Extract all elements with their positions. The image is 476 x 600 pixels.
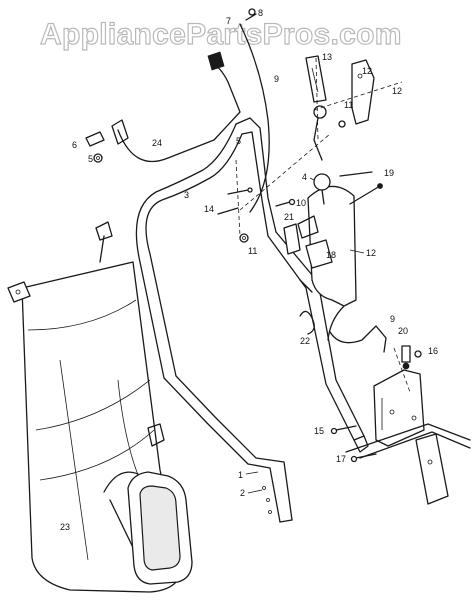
mount-bracket[interactable]: [373, 369, 425, 447]
callout-5-left: 5: [88, 154, 93, 164]
callout-labels: 1 2 3 4 5 5 6 7 8 9 9 10 11 11 12 12 12 …: [60, 8, 438, 532]
callout-7: 7: [226, 16, 231, 26]
callout-2: 2: [240, 488, 245, 498]
screw-part-15[interactable]: [330, 425, 357, 435]
callout-14: 14: [204, 204, 214, 214]
callout-11-left: 11: [248, 246, 257, 256]
callout-6: 6: [72, 140, 77, 150]
bolt-part-14[interactable]: [217, 187, 253, 215]
watermark-text: AppliancePartsPros.com: [40, 18, 402, 51]
grass-bag-part-23[interactable]: [7, 221, 193, 593]
callout-4: 4: [302, 172, 307, 182]
hardware-part-5[interactable]: [93, 153, 103, 163]
callout-9-upper: 9: [274, 74, 279, 84]
callout-15: 15: [314, 426, 324, 436]
control-bracket-part-12[interactable]: [307, 59, 375, 341]
callout-23: 23: [60, 522, 70, 532]
bolt-part-10[interactable]: [275, 198, 296, 207]
callout-12-top: 12: [362, 66, 372, 76]
nut-part-11[interactable]: [239, 120, 346, 243]
callout-17: 17: [336, 454, 346, 464]
callout-12-right: 12: [392, 86, 402, 96]
callout-22: 22: [300, 336, 310, 346]
callout-8: 8: [258, 8, 263, 18]
hardware-part-16[interactable]: [414, 350, 422, 358]
callout-13: 13: [322, 52, 332, 62]
callout-16: 16: [428, 346, 438, 356]
arm-part-18[interactable]: [297, 215, 333, 293]
spring-part-22[interactable]: [299, 310, 315, 335]
cable-part-9-upper[interactable]: [239, 13, 270, 213]
callout-10: 10: [296, 198, 306, 208]
screw-part-17[interactable]: [350, 453, 377, 463]
control-cable-part-24[interactable]: [111, 8, 256, 163]
callout-1: 1: [238, 470, 243, 480]
callout-5-upper: 5: [236, 136, 241, 146]
callout-21: 21: [284, 212, 294, 222]
bracket-part-21[interactable]: [283, 223, 301, 255]
cable-part-9-lower[interactable]: [329, 325, 387, 353]
callout-19: 19: [384, 168, 394, 178]
hardware-part-6[interactable]: [85, 131, 105, 147]
hardware-part-20[interactable]: [401, 345, 411, 370]
mower-deck-edge: [345, 423, 471, 505]
bolt-part-19[interactable]: [339, 171, 383, 205]
upper-handle-part-3[interactable]: [235, 117, 369, 453]
callout-12-lower: 12: [366, 248, 376, 258]
callout-11-right: 11: [344, 100, 353, 110]
callout-24: 24: [152, 138, 162, 148]
callout-18: 18: [326, 250, 336, 260]
lower-handle-part-2[interactable]: [135, 123, 293, 523]
callout-20: 20: [398, 326, 408, 336]
callout-9-lower: 9: [390, 314, 395, 324]
callout-3: 3: [184, 190, 189, 200]
alignment-lines: [235, 57, 411, 393]
plate-part-13[interactable]: [305, 55, 327, 103]
